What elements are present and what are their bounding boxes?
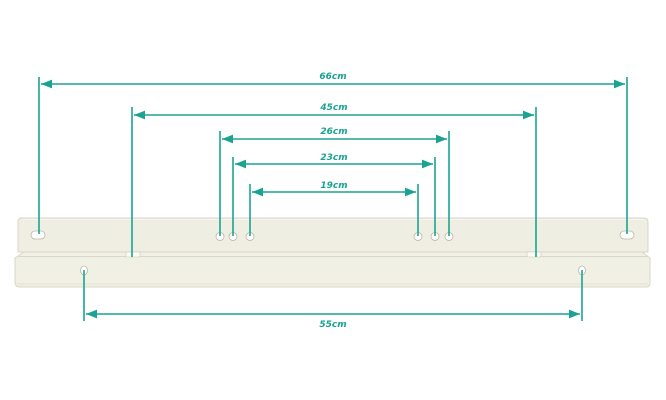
dim-label-26: 26cm (320, 127, 347, 137)
dim-label-23: 23cm (320, 153, 347, 163)
dim-label-19: 19cm (320, 181, 347, 191)
dimension-labels: 66cm 45cm 26cm 23cm 19cm 55cm (319, 72, 347, 330)
notch-right (526, 251, 542, 258)
bracket-shelf (14, 251, 651, 288)
notch-left (125, 251, 141, 258)
extension-lines (38, 77, 628, 321)
bracket-back-flange (17, 217, 649, 253)
dim-label-45: 45cm (319, 103, 347, 113)
slot-hole-left (30, 230, 46, 240)
dim-label-55: 55cm (319, 320, 346, 330)
dim-label-66: 66cm (319, 72, 346, 82)
dimension-lines (41, 79, 625, 319)
